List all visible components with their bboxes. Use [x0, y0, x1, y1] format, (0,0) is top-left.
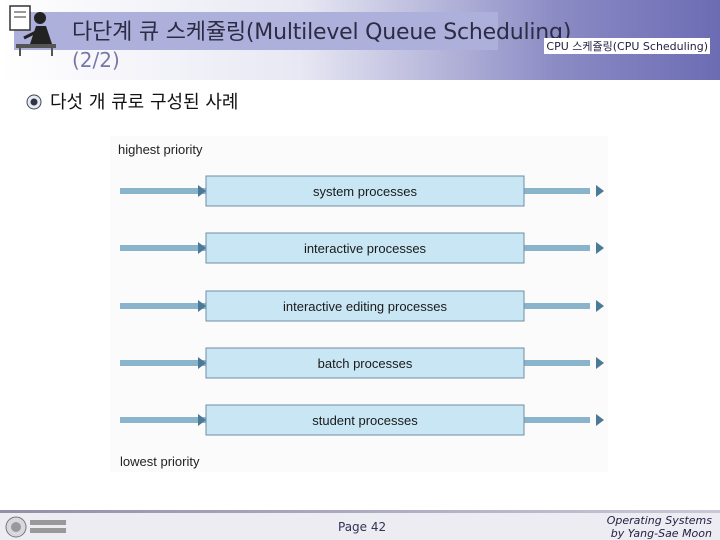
section-tag: CPU 스케쥴링(CPU Scheduling) — [544, 38, 710, 54]
professor-icon — [9, 5, 56, 56]
bullet-text: 다섯 개 큐로 구성된 사례 — [50, 92, 239, 113]
footer-divider — [0, 510, 720, 513]
queue-label: interactive processes — [304, 241, 427, 256]
queue-row: interactive processes — [120, 232, 604, 264]
queue-label: batch processes — [318, 356, 413, 371]
queue-exit-arrowhead — [596, 300, 604, 312]
credit-author: by Yang-Sae Moon — [610, 527, 712, 540]
lowest-priority-label: lowest priority — [120, 454, 200, 469]
queue-label: system processes — [313, 184, 418, 199]
queue-exit-arrowhead — [596, 242, 604, 254]
queue-box — [205, 347, 525, 379]
credit-course: Operating Systems — [606, 514, 712, 527]
queue-label: student processes — [312, 413, 418, 428]
queue-box — [205, 232, 525, 264]
queue-entry-arrowhead — [198, 357, 206, 369]
queue-row: system processes — [120, 175, 604, 207]
queue-entry-arrowhead — [198, 300, 206, 312]
bullet-icon — [26, 94, 42, 110]
queue-exit-arrowhead — [596, 414, 604, 426]
queue-box — [205, 175, 525, 207]
queue-box — [205, 404, 525, 436]
queue-exit-arrowhead — [596, 185, 604, 197]
page-number: Page 42 — [338, 520, 387, 534]
title-highlight — [14, 12, 498, 50]
highest-priority-label: highest priority — [118, 142, 203, 157]
queue-entry-arrowhead — [198, 242, 206, 254]
queue-row: batch processes — [120, 347, 604, 379]
multilevel-queue-diagram: system processes interactive processes int… — [110, 136, 608, 472]
queue-entry-arrowhead — [198, 185, 206, 197]
queue-label: interactive editing processes — [283, 299, 448, 314]
queue-exit-arrowhead — [596, 357, 604, 369]
credit: Operating Systems by Yang-Sae Moon — [607, 514, 712, 540]
slide-title: 다단계 큐 스케쥴링(Multilevel Queue Scheduling) — [72, 20, 572, 45]
queue-row: student processes — [120, 404, 604, 436]
footer-band — [0, 513, 720, 540]
queue-box — [205, 290, 525, 322]
university-logo-icon — [5, 516, 66, 538]
slide-title-part: (2/2) — [72, 48, 120, 72]
queue-entry-arrowhead — [198, 414, 206, 426]
queue-row: interactive editing processes — [120, 290, 604, 322]
queue-diagram-svg: system processes interactive processes int… — [120, 175, 604, 436]
